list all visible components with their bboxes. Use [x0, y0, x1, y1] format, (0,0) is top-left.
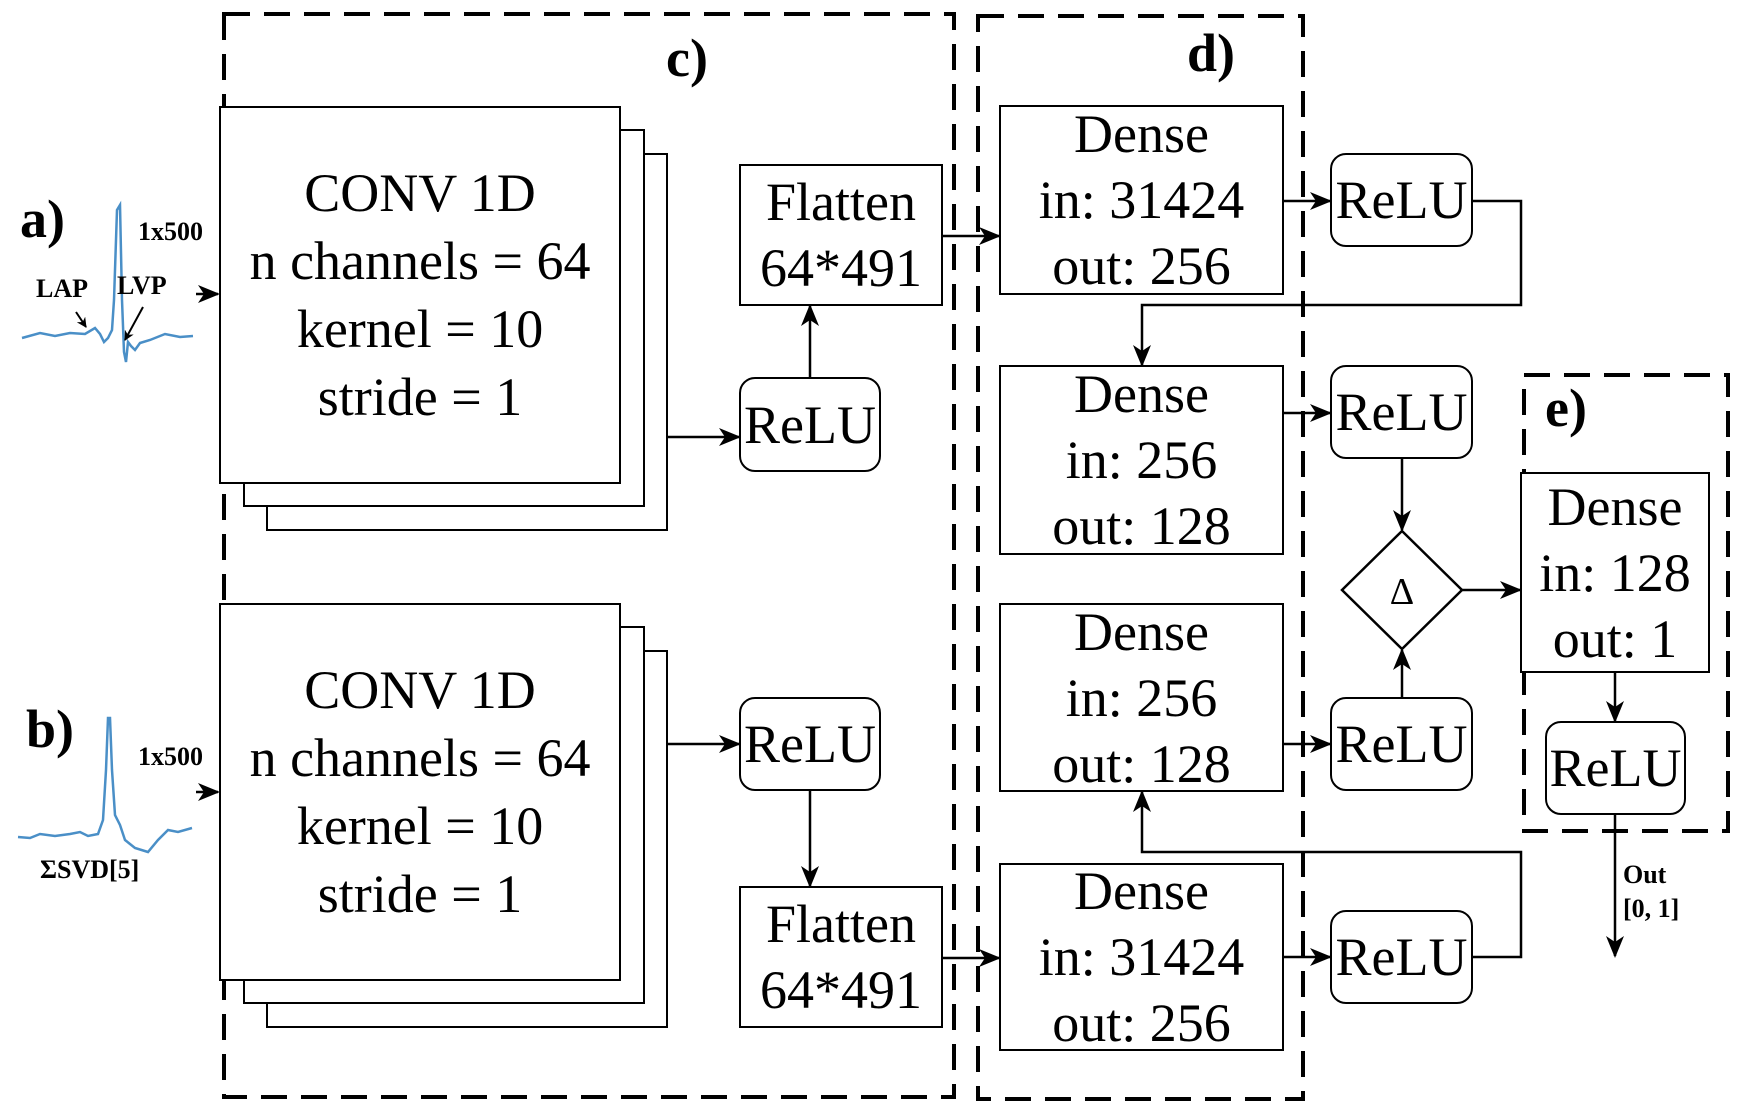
dense-out-title: Dense [1547, 476, 1683, 537]
marker-lvp: LVP [117, 271, 167, 300]
panel-label-c: c) [666, 28, 708, 88]
relu-b-label: ReLU [744, 714, 876, 774]
flatten-b-title: Flatten [766, 894, 916, 954]
relu-block-b[interactable]: ReLU [739, 697, 881, 791]
relu-block-d3[interactable]: ReLU [1330, 697, 1473, 791]
dense-out-out: out: 1 [1552, 608, 1678, 669]
relu-block-d4[interactable]: ReLU [1330, 910, 1473, 1004]
relu-block-output[interactable]: ReLU [1545, 721, 1686, 815]
panel-label-e: e) [1545, 378, 1587, 438]
relu-block-d1[interactable]: ReLU [1330, 153, 1473, 247]
conv-a-stride: stride = 1 [317, 367, 523, 427]
relu-block-d2[interactable]: ReLU [1330, 365, 1473, 459]
flatten-b-shape: 64*491 [760, 960, 922, 1020]
group-c-frame [222, 12, 956, 1099]
group-d-frame [976, 14, 1305, 1101]
signal-a-trace [21, 200, 194, 363]
lap-pointer [75, 311, 87, 328]
delta-symbol: Δ [1390, 571, 1414, 613]
output-label-range: [0, 1] [1623, 894, 1680, 923]
lvp-pointer [124, 306, 144, 341]
dense-4-title: Dense [1074, 861, 1209, 921]
relu-d1-label: ReLU [1335, 170, 1468, 230]
output-label-name: Out [1623, 860, 1667, 889]
relu-a-label: ReLU [744, 394, 876, 455]
flatten-a-title: Flatten [766, 172, 916, 232]
relu1-to-dense2 [1133, 199, 1523, 367]
relu-d2-label: ReLU [1335, 382, 1468, 442]
dense-2-in: in: 256 [1065, 430, 1218, 490]
conv-b-kernel: kernel = 10 [296, 796, 544, 856]
input-a-size: 1x500 [138, 217, 203, 246]
conv-a-kernel: kernel = 10 [296, 299, 544, 359]
input-b-caption: ΣSVD[5] [40, 855, 140, 884]
conv-a-title: CONV 1D [304, 163, 536, 223]
panel-label-d: d) [1187, 23, 1236, 83]
conv-b-stride: stride = 1 [317, 864, 523, 924]
dense-block-4[interactable]: Dense in: 31424 out: 256 [999, 861, 1284, 1053]
dense-1-title: Dense [1074, 104, 1209, 164]
dense-block-3[interactable]: Dense in: 256 out: 128 [999, 602, 1284, 794]
relu-out-label: ReLU [1549, 738, 1682, 798]
panel-label-a: a) [20, 189, 65, 249]
relu-d3-label: ReLU [1335, 714, 1468, 774]
dense-3-in: in: 256 [1065, 667, 1218, 728]
signal-b-trace [17, 716, 193, 854]
dense-block-output[interactable]: Dense in: 128 out: 1 [1520, 472, 1710, 673]
conv-a-channels: n channels = 64 [249, 231, 591, 291]
dense-3-title: Dense [1074, 601, 1209, 662]
dense-block-2[interactable]: Dense in: 256 out: 128 [999, 364, 1284, 556]
relu4-to-dense3 [1133, 790, 1523, 959]
relu-d4-label: ReLU [1335, 927, 1468, 987]
conv-b-title: CONV 1D [304, 660, 536, 720]
flatten-block-a[interactable]: Flatten 64*491 [739, 164, 943, 306]
dense-1-out: out: 256 [1052, 236, 1231, 296]
flatten-block-b[interactable]: Flatten 64*491 [739, 886, 943, 1028]
dense-4-in: in: 31424 [1038, 927, 1245, 987]
panel-label-b: b) [26, 699, 75, 759]
dense-block-1[interactable]: Dense in: 31424 out: 256 [999, 104, 1284, 296]
flatten-a-shape: 64*491 [760, 238, 922, 298]
delta-node [1340, 529, 1464, 651]
conv-block-b[interactable]: CONV 1D n channels = 64 kernel = 10 stri… [219, 603, 621, 981]
conv-block-a[interactable]: CONV 1D n channels = 64 kernel = 10 stri… [219, 106, 621, 484]
dense-2-out: out: 128 [1052, 496, 1231, 556]
input-b-size: 1x500 [138, 742, 203, 771]
relu-block-a[interactable]: ReLU [739, 377, 881, 472]
dense-2-title: Dense [1074, 364, 1209, 424]
dense-out-in: in: 128 [1539, 542, 1691, 603]
dense-4-out: out: 256 [1052, 993, 1231, 1053]
conv-b-channels: n channels = 64 [249, 728, 591, 788]
dense-1-in: in: 31424 [1038, 170, 1245, 230]
marker-lap: LAP [36, 274, 88, 303]
dense-3-out: out: 128 [1052, 733, 1231, 794]
